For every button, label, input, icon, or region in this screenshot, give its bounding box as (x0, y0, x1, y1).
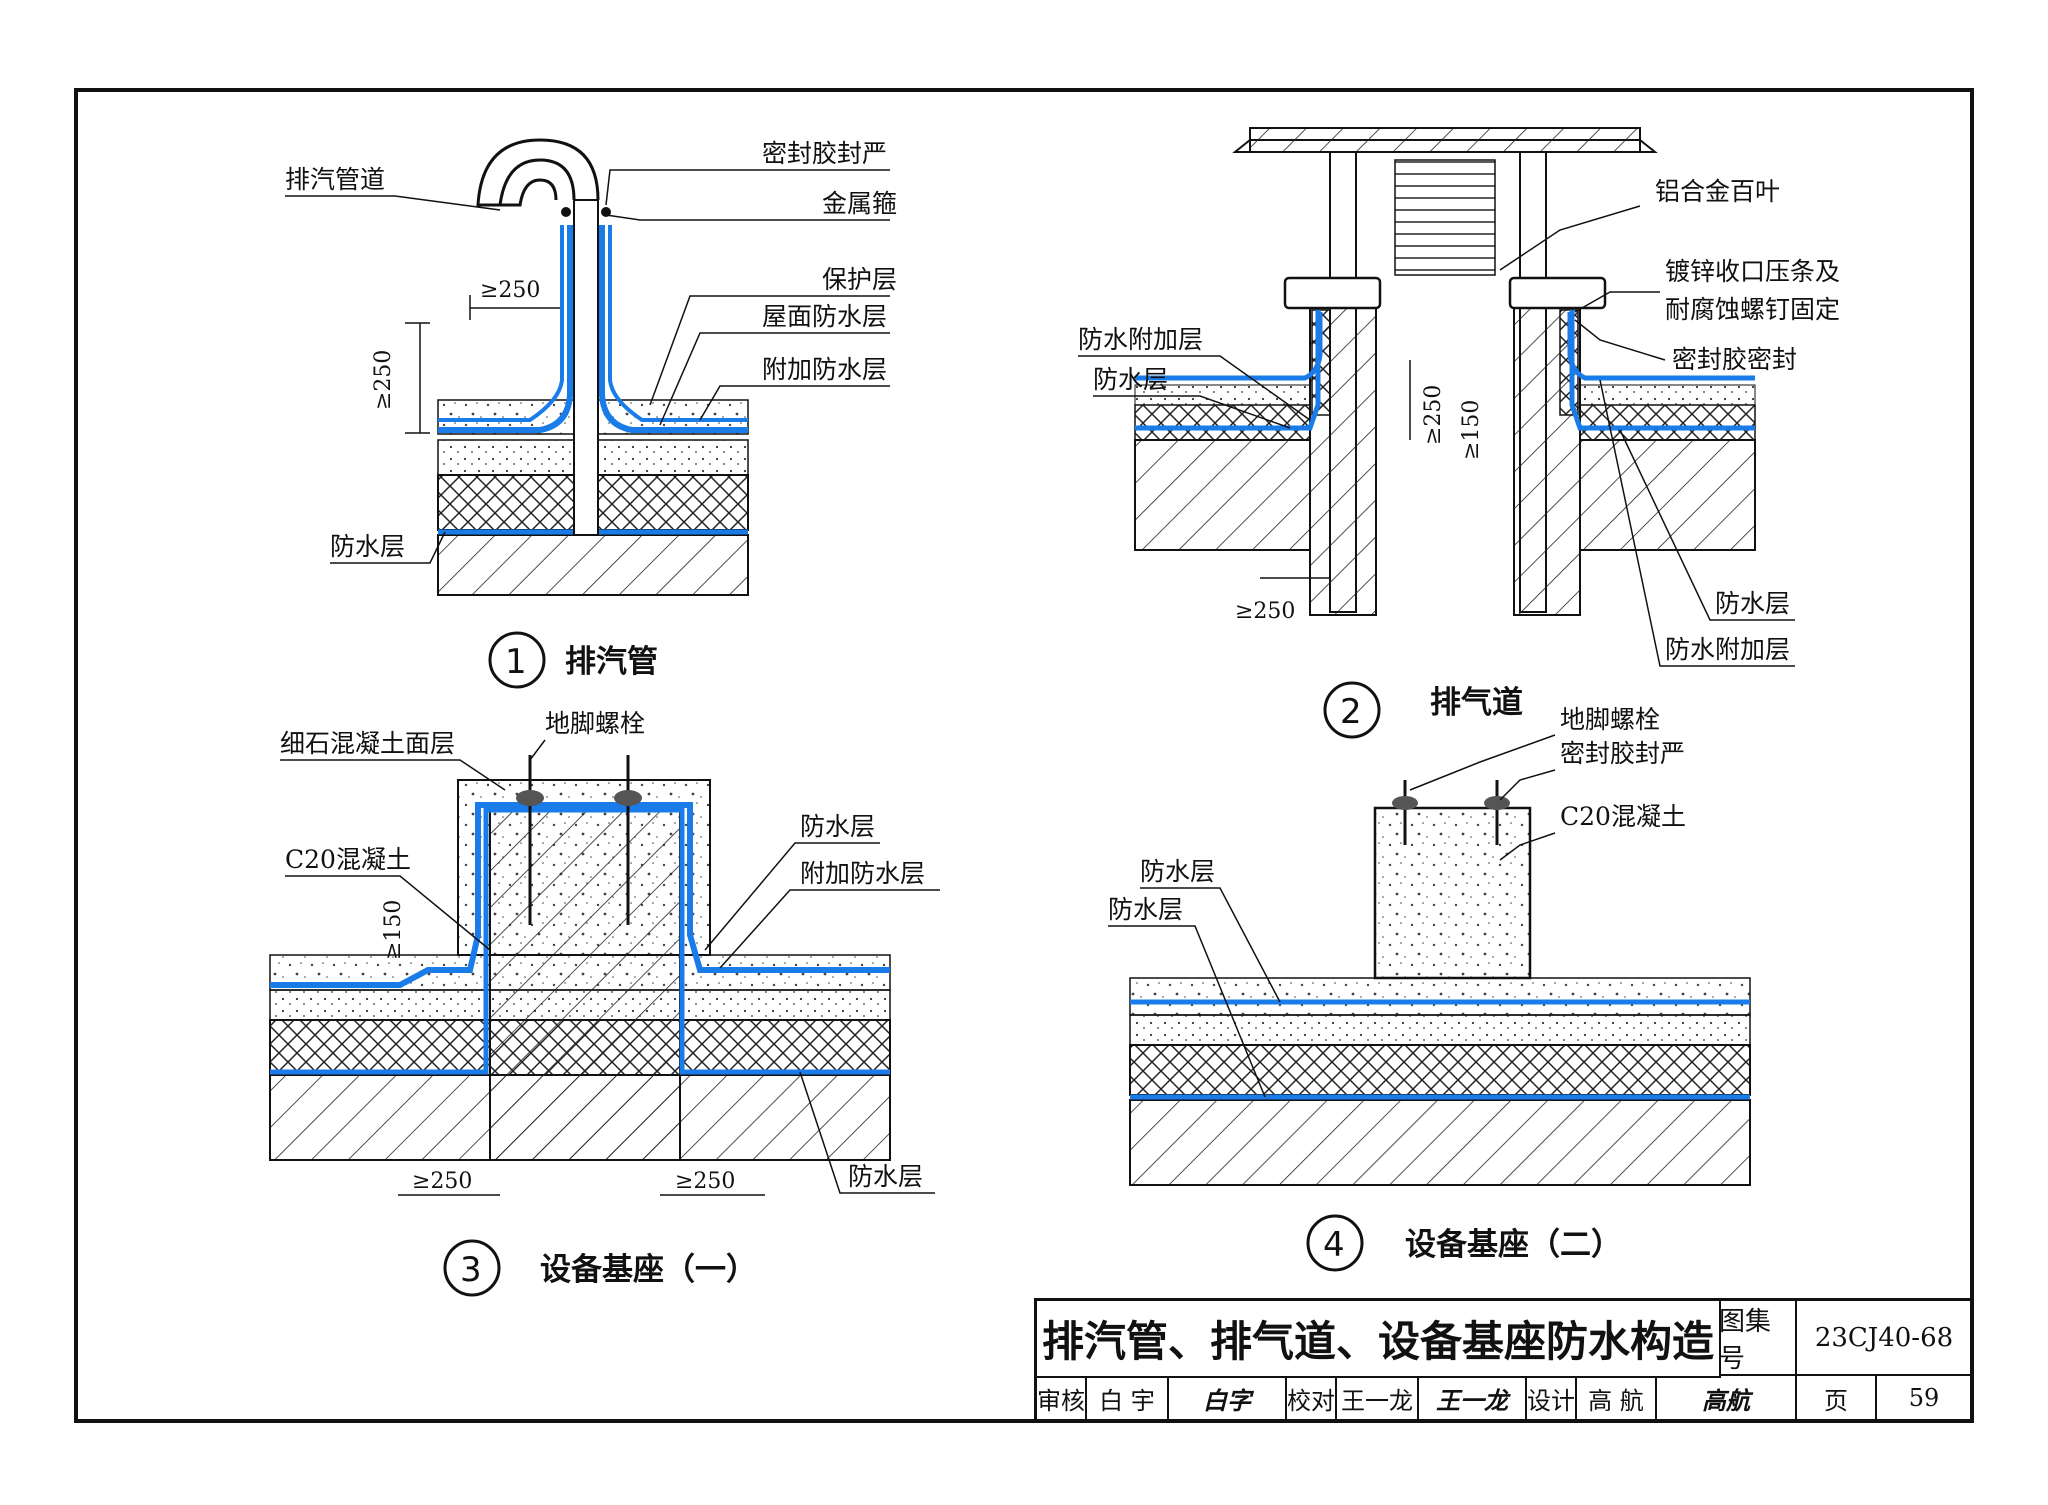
detail-caption: 设备基座（二） (1405, 1227, 1622, 1263)
designer-signature: 高航 (1657, 1376, 1797, 1420)
reviewer-name: 白 宇 (1087, 1376, 1169, 1420)
label-anchor-bolt: 地脚螺栓 (1560, 705, 1660, 734)
label-sealant: 密封胶封严 (1560, 739, 1685, 768)
c20-concrete-base (1373, 806, 1532, 980)
page-label: 页 (1797, 1376, 1877, 1420)
roof-membrane (438, 225, 748, 433)
dim-upturn: ≥250 (1421, 385, 1446, 445)
detail-number: 1 (505, 642, 527, 682)
detail-number: 2 (1340, 692, 1362, 732)
label-exhaust-pipe: 排汽管道 (285, 165, 385, 194)
label-waterproof-right: 防水层 (1715, 589, 1790, 618)
label-additional-waterproof: 附加防水层 (800, 859, 925, 888)
drawing-title: 排汽管、排气道、设备基座防水构造 (1037, 1301, 1721, 1378)
detail-number-circle (488, 631, 546, 689)
label-additional-left: 防水附加层 (1078, 325, 1203, 354)
structural-slab (437, 534, 749, 596)
checker-signature: 王一龙 (1419, 1376, 1527, 1420)
cap-slab (1249, 127, 1641, 153)
structural-slab (1129, 1099, 1751, 1186)
designer-name: 高 航 (1577, 1376, 1657, 1420)
label-waterproof-2: 防水层 (848, 1162, 923, 1191)
label-sealant-2: 密封胶密封 (1672, 345, 1797, 374)
detail-caption: 排气道 (1430, 685, 1523, 721)
detail-1-exhaust-pipe: ≥250 ≥250 排汽管道 密封胶封严 金属箍 保护层 屋面防水层 附加防水层… (285, 138, 897, 689)
dim-right: ≥250 (675, 1169, 735, 1194)
exhaust-pipe-body (573, 199, 599, 536)
dim-left: ≥250 (412, 1169, 472, 1194)
label-waterproof-1: 防水层 (1140, 857, 1215, 886)
dim-horizontal: ≥250 (480, 278, 540, 303)
design-label: 设计 (1527, 1376, 1577, 1420)
detail-3-equipment-base-1: ≥150 ≥250 ≥250 细石混凝土面层 地脚螺栓 C20混凝土 防水层 附… (269, 709, 940, 1297)
label-c20: C20混凝土 (1560, 802, 1686, 831)
dim-down: ≥250 (1235, 599, 1295, 624)
label-additional-waterproof: 附加防水层 (762, 355, 887, 384)
label-fine-concrete: 细石混凝土面层 (280, 729, 455, 758)
dim-upturn-inner: ≥150 (1459, 400, 1484, 460)
label-waterproof-2: 防水层 (1108, 895, 1183, 924)
title-block: 排汽管、排气道、设备基座防水构造 图集号 23CJ40-68 审核 白 宇 白字… (1034, 1298, 1974, 1423)
waterproof-membrane (270, 802, 890, 988)
page-number: 59 (1908, 1384, 1940, 1412)
label-c20: C20混凝土 (285, 845, 411, 874)
drawing-frame (74, 88, 1974, 1423)
label-protective-layer: 保护层 (822, 265, 897, 294)
atlas-number: 23CJ40-68 (1797, 1301, 1971, 1376)
detail-4-equipment-base-2: 地脚螺栓 密封胶封严 C20混凝土 防水层 防水层 4 设备基座（二） (1108, 705, 1751, 1272)
additional-membrane (438, 225, 748, 422)
label-waterproof-left: 防水层 (1093, 365, 1168, 394)
label-roof-waterproof: 屋面防水层 (762, 302, 887, 331)
label-sealant: 密封胶封严 (762, 139, 887, 168)
pipe-gooseneck (476, 138, 600, 207)
check-label: 校对 (1287, 1376, 1337, 1420)
detail-number: 4 (1323, 1225, 1345, 1265)
label-waterproof: 防水层 (330, 532, 405, 561)
label-galvanized-2: 耐腐蚀螺钉固定 (1665, 295, 1840, 324)
dim-vertical: ≥150 (381, 900, 406, 960)
aluminum-louver (1394, 159, 1496, 276)
label-louver: 铝合金百叶 (1655, 177, 1780, 206)
review-label: 审核 (1037, 1376, 1087, 1420)
detail-2-exhaust-shaft: ≥250 ≥150 ≥250 铝合金百叶 镀锌收口压条及 耐腐蚀螺钉固定 密封胶… (1078, 127, 1840, 739)
label-anchor-bolt: 地脚螺栓 (545, 709, 645, 738)
label-metal-hoop: 金属箍 (822, 189, 897, 218)
detail-caption: 排汽管 (565, 644, 658, 680)
dim-vertical: ≥250 (371, 350, 396, 410)
roof-slab-left (1134, 439, 1311, 551)
roof-slab-right (1579, 439, 1756, 551)
atlas-label: 图集号 (1719, 1301, 1797, 1376)
label-waterproof-1: 防水层 (800, 812, 875, 841)
label-galvanized-1: 镀锌收口压条及 (1665, 257, 1840, 286)
checker-name: 王一龙 (1337, 1376, 1419, 1420)
detail-caption: 设备基座（一） (540, 1252, 757, 1288)
c20-concrete-base (489, 804, 681, 1161)
detail-number: 3 (460, 1250, 482, 1290)
label-additional-right: 防水附加层 (1665, 635, 1790, 664)
reviewer-signature: 白字 (1169, 1376, 1287, 1420)
